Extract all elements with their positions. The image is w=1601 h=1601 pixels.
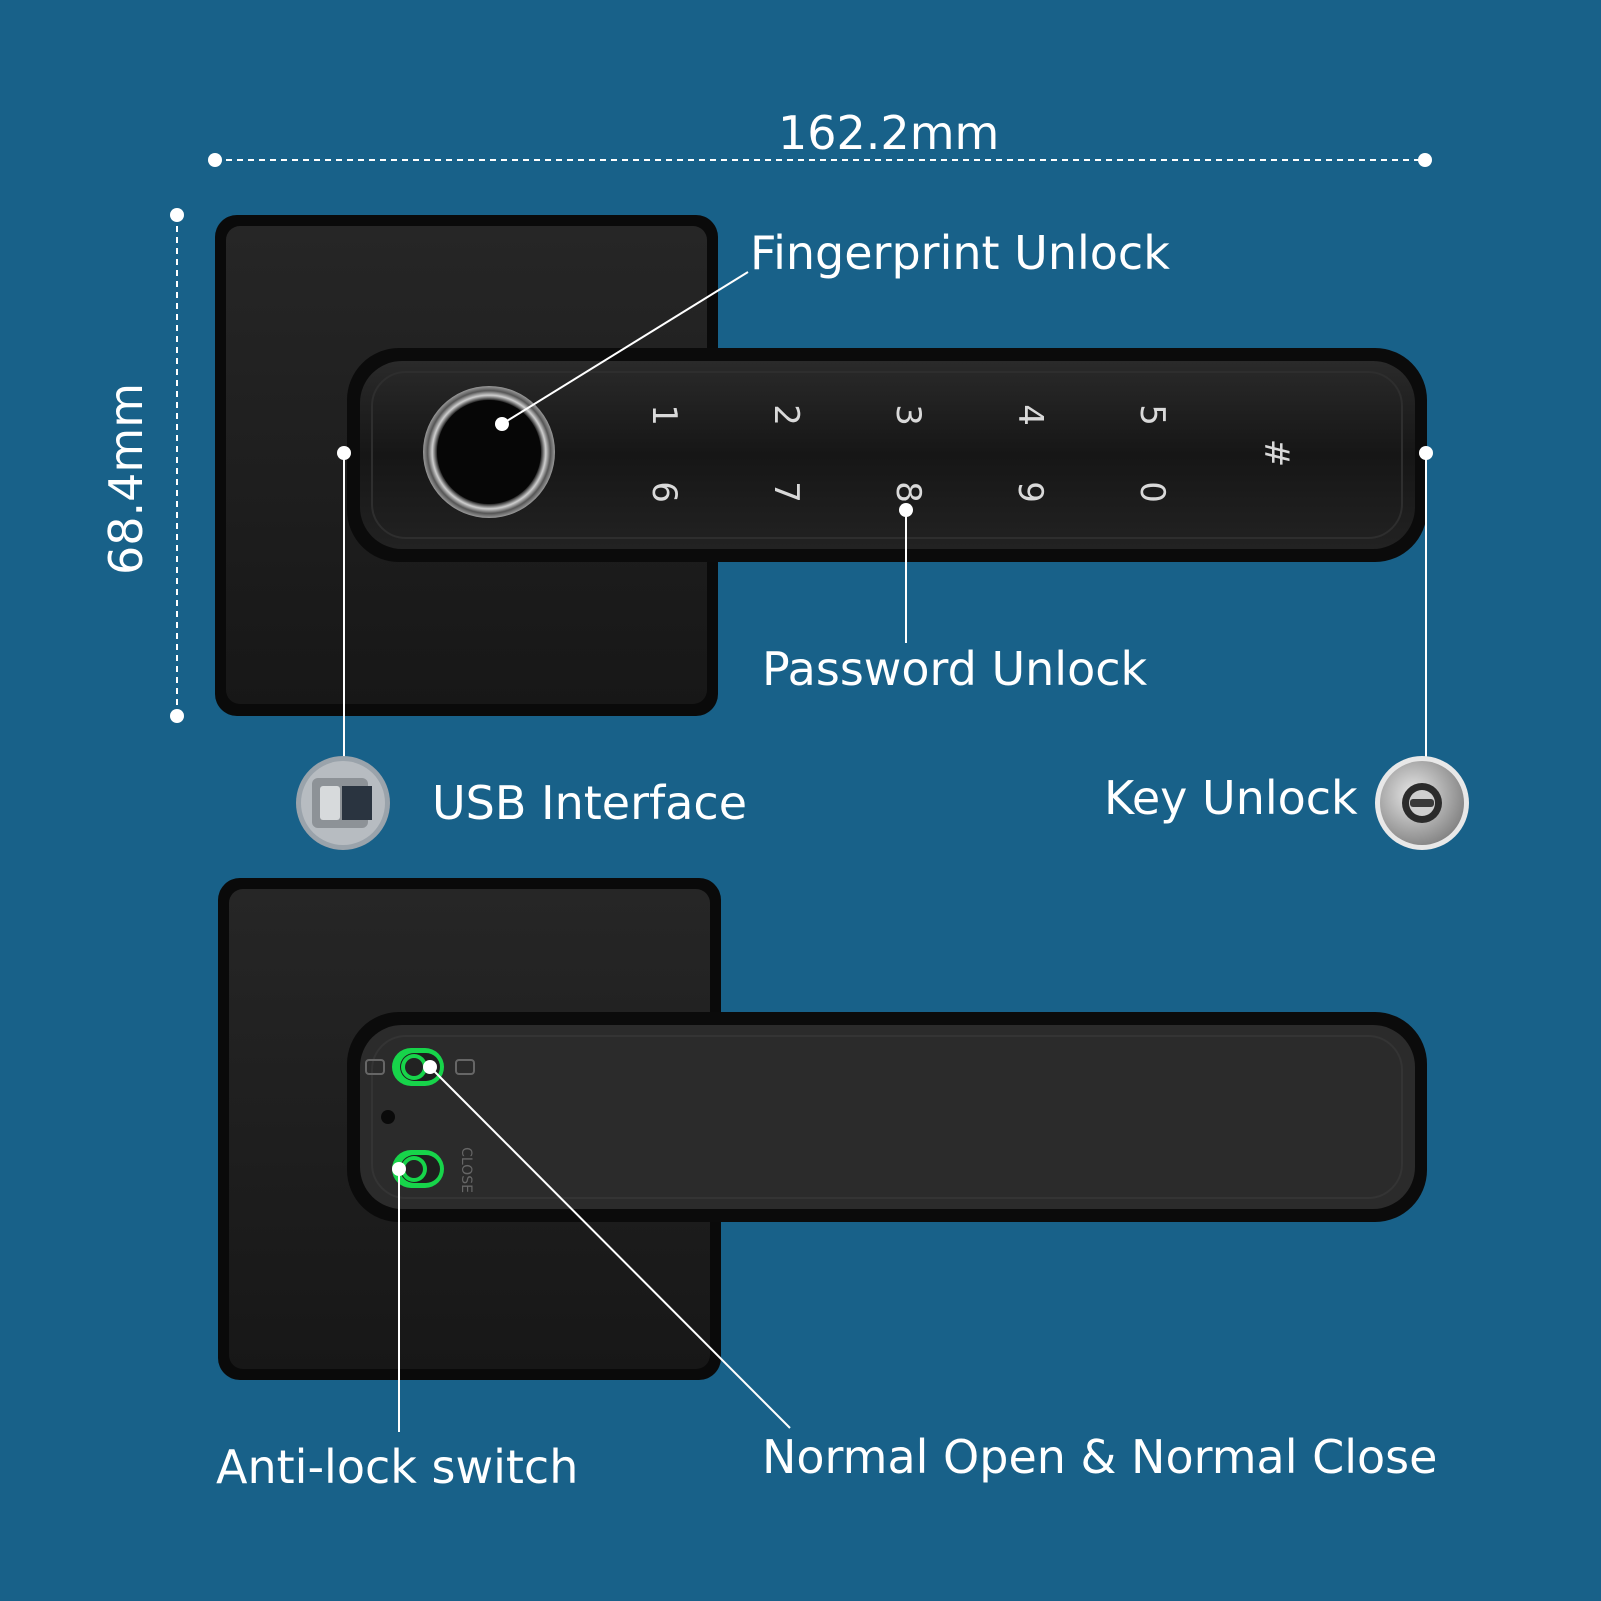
keypad-key-hash[interactable]: # (1256, 439, 1296, 468)
switch-close-label: CLOSE (458, 1147, 474, 1193)
back-lock (218, 878, 1427, 1380)
keypad-key-3[interactable]: 3 (888, 404, 928, 426)
usb-port-icon (296, 756, 390, 850)
normal-open-close-label: Normal Open & Normal Close (762, 1430, 1438, 1484)
anti-lock-switch[interactable] (392, 1150, 444, 1188)
lock-indicator-icon (365, 1059, 475, 1075)
anti-lock-switch-label: Anti-lock switch (216, 1440, 579, 1494)
height-label: 68.4mm (99, 382, 153, 575)
keypad-key-4[interactable]: 4 (1010, 404, 1050, 426)
normal-open-close-callout-line (423, 1060, 791, 1429)
front-lock (215, 215, 1427, 716)
keypad-key-6[interactable]: 6 (644, 481, 684, 503)
keypad: 1 2 3 4 5 6 7 8 9 0 # (644, 404, 1296, 503)
usb-callout-line (337, 446, 351, 760)
password-callout-line (899, 503, 913, 643)
keypad-key-2[interactable]: 2 (766, 404, 806, 426)
password-unlock-label: Password Unlock (762, 642, 1148, 696)
key-cylinder-icon (1375, 756, 1469, 850)
fingerprint-sensor-icon (423, 386, 555, 518)
key-unlock-label: Key Unlock (1104, 771, 1358, 825)
width-dimension-line (208, 153, 1432, 167)
keypad-key-8[interactable]: 8 (888, 481, 928, 503)
keypad-key-0[interactable]: 0 (1132, 481, 1172, 503)
keypad-key-7[interactable]: 7 (766, 481, 806, 503)
keypad-key-9[interactable]: 9 (1010, 481, 1050, 503)
key-callout-line (1419, 446, 1433, 760)
keypad-key-5[interactable]: 5 (1132, 404, 1172, 426)
fingerprint-callout-line (495, 271, 749, 431)
fingerprint-unlock-label: Fingerprint Unlock (750, 226, 1170, 280)
width-label: 162.2mm (778, 106, 1000, 160)
anti-lock-callout-line (392, 1162, 406, 1432)
usb-interface-label: USB Interface (432, 776, 747, 830)
height-dimension-line (170, 208, 184, 723)
keypad-key-1[interactable]: 1 (644, 404, 684, 426)
